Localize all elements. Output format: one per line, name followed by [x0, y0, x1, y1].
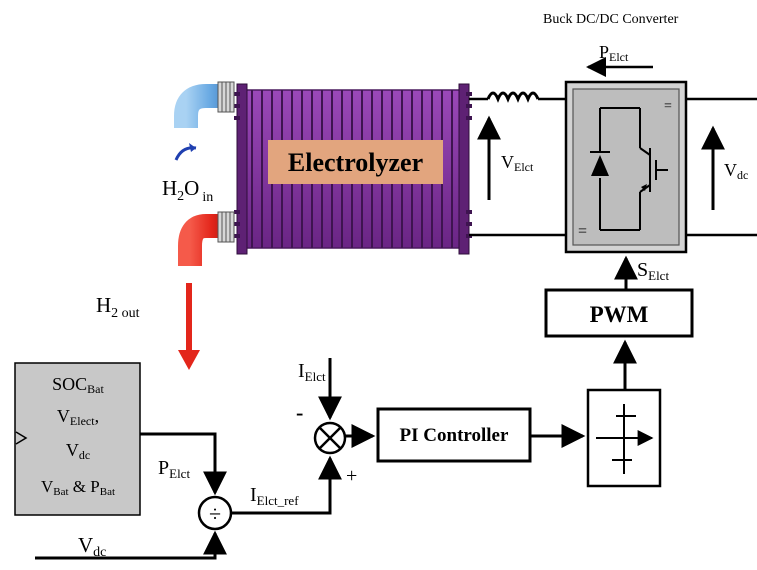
svg-text:PWM: PWM: [590, 302, 649, 327]
pi-controller-block: PI Controller: [376, 407, 532, 463]
v-bat-p-bat-text: VBat & PBat: [41, 477, 115, 498]
svg-text:PI Controller: PI Controller: [400, 425, 509, 446]
electrolyzer-label: Electrolyzer: [288, 148, 423, 177]
v-dc-text: Vdc: [66, 440, 90, 462]
pwm-block: PWM: [544, 288, 694, 338]
v-dc-input-label: Vdc: [78, 533, 106, 560]
electrolyzer-stack: Electrolyzer: [234, 83, 472, 255]
hydrogen-outlet-pipe: [178, 211, 235, 370]
v-dc-output-indicator: Vdc: [701, 125, 748, 210]
energy-management-block: SOCBat VElect, Vdc VBat & PBat: [14, 362, 141, 516]
dc-bus-wires: [469, 91, 757, 237]
svg-text:÷: ÷: [209, 501, 221, 526]
svg-text:PElct: PElct: [599, 42, 629, 64]
s-elct-label: SElct: [637, 259, 669, 283]
svg-text:Vdc: Vdc: [724, 160, 748, 182]
sum-junction: [313, 421, 347, 455]
diode-icon: [591, 155, 609, 176]
i-elct-ref-label: IElct_ref: [250, 484, 299, 508]
igbt-diode-symbol: [590, 107, 668, 231]
limiter-block: [586, 388, 662, 488]
converter-title: Buck DC/DC Converter: [543, 12, 679, 27]
divide-block: ÷: [197, 495, 233, 531]
v-elect-text: VElect,: [57, 406, 99, 428]
soc-bat-text: SOCBat: [52, 374, 104, 396]
v-elct-indicator: VElct: [477, 115, 534, 200]
converter-power-label: PElct: [586, 42, 653, 77]
hydrogen-out-label: H2 out: [96, 293, 140, 321]
p-elct-label: PElct: [158, 457, 190, 481]
buck-converter-box: = =: [564, 80, 688, 254]
i-elct-label: IElct: [298, 360, 326, 384]
svg-text:VElct: VElct: [501, 152, 534, 174]
svg-text:=: =: [664, 99, 672, 114]
minus-sign: -: [296, 400, 303, 425]
svg-text:=: =: [578, 223, 587, 240]
plus-sign: +: [346, 465, 357, 487]
water-inlet-pipe: [174, 81, 235, 161]
